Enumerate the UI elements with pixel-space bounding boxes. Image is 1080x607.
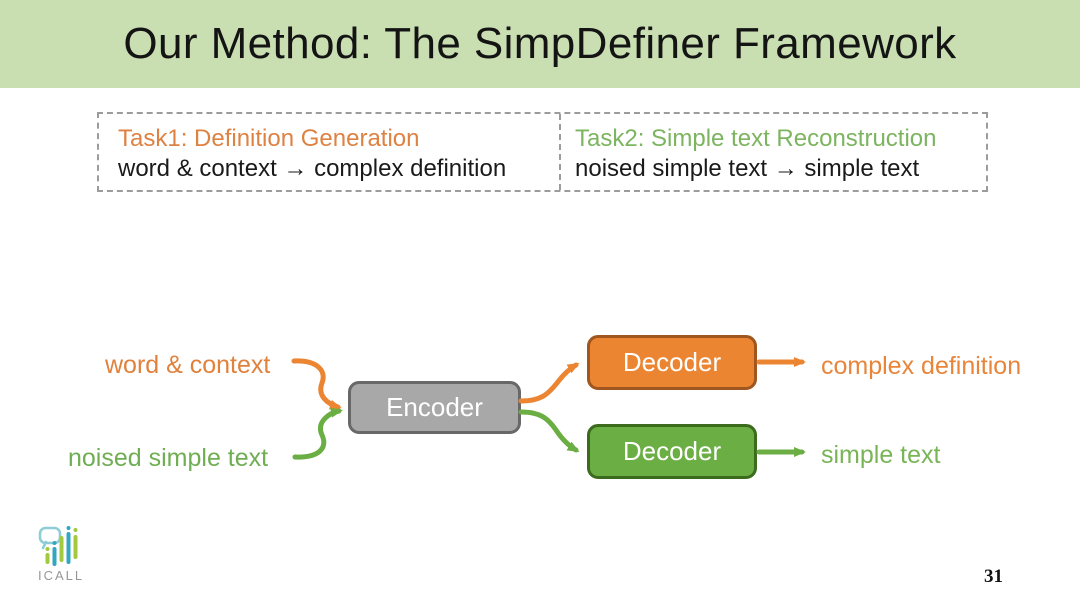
output-label-complex-definition: complex definition: [821, 352, 1022, 380]
decoder-node-complex: Decoder: [587, 335, 757, 390]
task-boxes: Task1: Definition Generation word & cont…: [97, 112, 988, 192]
task1-mapping: word & context → complex definition: [118, 155, 507, 182]
task2-mapping: noised simple text → simple text: [575, 155, 920, 182]
slide-header: Our Method: The SimpDefiner Framework: [0, 0, 1080, 88]
icall-logo-text: ICALL: [38, 568, 85, 583]
arrow-encoder-to-decoder-simple: [518, 409, 580, 453]
task1-box: Task1: Definition Generation word & cont…: [99, 114, 559, 190]
speech-bubble-icon: [38, 526, 62, 550]
logo-bars-icon: [45, 526, 78, 566]
encoder-node: Encoder: [348, 381, 521, 434]
page-title: Our Method: The SimpDefiner Framework: [123, 19, 957, 68]
arrow-noised-to-encoder: [292, 407, 343, 460]
arrow-word-to-encoder: [291, 358, 342, 410]
diagram-arrows: [291, 357, 806, 460]
task2-box: Task2: Simple text Reconstruction noised…: [559, 114, 986, 190]
input-label-noised-simple-text: noised simple text: [68, 444, 269, 472]
arrow-encoder-to-decoder-complex: [518, 362, 580, 404]
icall-logo-icon: [38, 526, 78, 566]
task1-heading: Task1: Definition Generation: [118, 125, 420, 152]
decoder-node-simple: Decoder: [587, 424, 757, 479]
output-label-simple-text: simple text: [821, 441, 941, 469]
task2-heading: Task2: Simple text Reconstruction: [575, 125, 937, 152]
page-number: 31: [984, 566, 1003, 587]
input-label-word-context: word & context: [105, 351, 271, 379]
